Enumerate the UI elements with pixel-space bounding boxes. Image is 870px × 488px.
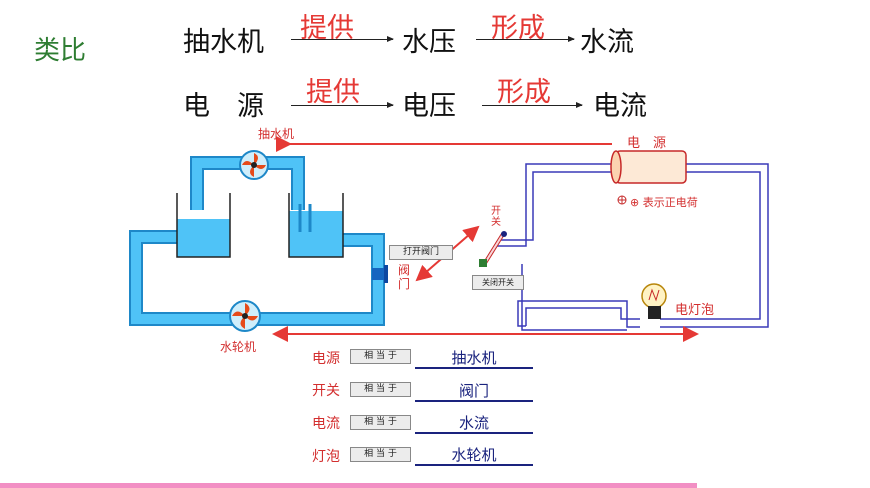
right-water-tank <box>288 193 344 258</box>
eq-value-3: 水流 <box>458 414 489 432</box>
eq-term-1: 电源 <box>312 351 340 367</box>
valve-label: 阀 门 <box>398 263 411 291</box>
switch-label: 开 关 <box>491 206 501 228</box>
left-water-tank <box>176 193 231 258</box>
eq-underline-4 <box>415 464 533 466</box>
eq-term-2: 开关 <box>312 383 340 399</box>
switch-icon <box>479 231 507 267</box>
row2-arrow2 <box>482 102 583 108</box>
lamp-label: 电灯泡 <box>675 303 715 318</box>
turbine-icon <box>229 300 261 332</box>
eq-value-4: 水轮机 <box>451 446 497 464</box>
row1-verb2: 形成 <box>491 13 545 44</box>
row1-source: 抽水机 <box>183 27 264 58</box>
row1-result: 水流 <box>580 27 634 58</box>
close-switch-button[interactable]: 关闭开关 <box>472 275 524 290</box>
footer-bar <box>0 483 697 488</box>
row1-middle: 水压 <box>402 27 456 58</box>
circuit-wires <box>495 163 769 331</box>
open-valve-button[interactable]: 打开阀门 <box>389 245 453 260</box>
eq-button-1[interactable]: 相 当 于 <box>350 349 411 364</box>
pump-label: 抽水机 <box>258 127 295 141</box>
eq-button-3[interactable]: 相 当 于 <box>350 415 411 430</box>
eq-button-2[interactable]: 相 当 于 <box>350 382 411 397</box>
row2-arrow1 <box>291 102 394 108</box>
positive-charge-label: ⊕ 表示正电荷 <box>630 196 698 209</box>
power-source-label: 电 源 <box>627 136 667 151</box>
eq-underline-1 <box>415 367 533 369</box>
pump-icon <box>239 150 269 180</box>
row1-arrow1 <box>291 36 394 42</box>
eq-underline-2 <box>415 400 533 402</box>
page-title: 类比 <box>34 36 87 66</box>
row2-verb1: 提供 <box>306 77 360 108</box>
valve-icon <box>372 265 388 283</box>
row2-verb2: 形成 <box>497 77 551 108</box>
turbine-label: 水轮机 <box>220 340 257 354</box>
eq-underline-3 <box>415 432 533 434</box>
eq-value-2: 阀门 <box>458 382 489 400</box>
positive-charge-icon <box>617 195 627 205</box>
row1-verb1: 提供 <box>300 13 354 44</box>
eq-term-3: 电流 <box>312 416 340 432</box>
battery-icon <box>610 150 687 184</box>
eq-value-1: 抽水机 <box>451 349 497 367</box>
eq-term-4: 灯泡 <box>312 449 340 465</box>
eq-button-4[interactable]: 相 当 于 <box>350 447 411 462</box>
row1-arrow2 <box>476 36 575 42</box>
row2-result: 电流 <box>593 91 647 122</box>
row2-middle: 电压 <box>402 91 456 122</box>
lamp-icon <box>641 283 667 319</box>
row2-source: 电 源 <box>183 91 264 122</box>
